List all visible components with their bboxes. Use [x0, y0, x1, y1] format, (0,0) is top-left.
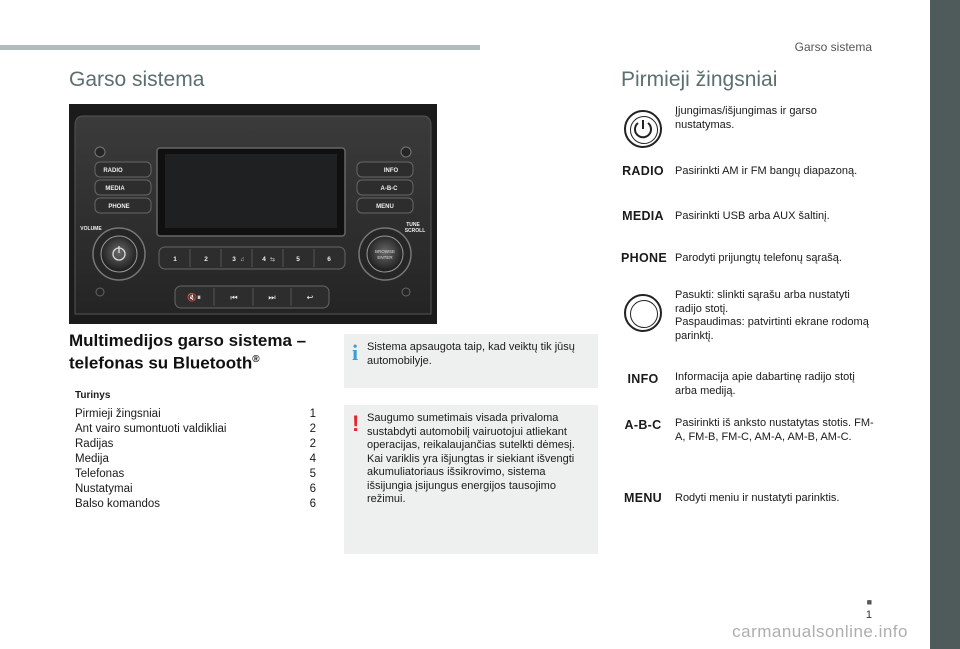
- multimedia-heading: Multimedijos garso sistema – telefonas s…: [69, 331, 307, 373]
- control-desc: Įjungimas/išjungimas ir garso nustatymas…: [675, 105, 817, 131]
- radio-photo-preset-4: 4: [262, 256, 266, 263]
- warning-box: ! Saugumo sumetimais visada privaloma su…: [344, 405, 598, 554]
- right-section-title: Pirmieji žingsniai: [621, 68, 778, 91]
- control-desc: Pasukti: slinkti sąrašu arba nustatyti r…: [675, 289, 869, 342]
- radio-photo-radio-label: RADIO: [103, 168, 123, 174]
- radio-photo-scroll-label: SCROLL: [405, 228, 426, 234]
- info-symbol: INFO: [627, 372, 659, 386]
- radio-unit-photo: RADIO MEDIA PHONE INFO A-B-C MENU VOLUME…: [69, 104, 437, 324]
- radio-photo-enter-label: ENTER: [377, 255, 393, 260]
- radio-symbol: RADIO: [622, 164, 664, 178]
- control-desc: Parodyti prijungtų telefonų sąrašą.: [675, 252, 842, 264]
- radio-photo-preset-1: 1: [173, 256, 177, 263]
- radio-photo-browse-label: BROWSE: [375, 249, 395, 254]
- side-tab: [930, 0, 960, 649]
- abc-symbol: A-B-C: [624, 418, 662, 432]
- control-desc: Rodyti meniu ir nustatyti parinktis.: [675, 492, 840, 504]
- control-desc: Pasirinkti AM ir FM bangų diapazoną.: [675, 165, 858, 177]
- control-desc: Informacija apie dabartinę radijo stotį …: [675, 371, 855, 397]
- radio-photo-preset-6: 6: [327, 256, 331, 263]
- svg-text:♫: ♫: [240, 257, 245, 263]
- info-box: i Sistema apsaugota taip, kad veiktų tik…: [344, 334, 598, 388]
- radio-photo-phone-label: PHONE: [108, 204, 129, 210]
- watermark: carmanualsonline.info: [732, 622, 908, 641]
- svg-text:⏭: ⏭: [268, 293, 275, 302]
- warning-text: Saugumo sumetimais visada privaloma sust…: [367, 412, 575, 505]
- radio-photo-media-label: MEDIA: [105, 186, 125, 192]
- svg-text:⏮: ⏮: [230, 293, 237, 302]
- radio-photo-abc-label: A-B-C: [381, 186, 399, 192]
- left-section-title: Garso sistema: [69, 68, 205, 91]
- toc-heading: Turinys: [75, 390, 111, 401]
- radio-photo-preset-5: 5: [296, 256, 300, 263]
- radio-photo-preset-3: 3: [232, 256, 236, 263]
- svg-text:↩: ↩: [307, 293, 314, 302]
- running-header: Garso sistema: [794, 40, 872, 54]
- radio-photo-preset-2: 2: [204, 256, 208, 263]
- continued-marker: ■: [866, 597, 872, 607]
- radio-photo-menu-label: MENU: [376, 204, 394, 210]
- media-symbol: MEDIA: [622, 209, 664, 223]
- rotary-knob-icon: [624, 294, 662, 332]
- info-text: Sistema apsaugota taip, kad veiktų tik j…: [367, 341, 575, 367]
- svg-text:⇆: ⇆: [270, 256, 275, 263]
- menu-symbol: MENU: [623, 491, 662, 505]
- svg-text:🔇⏸: 🔇⏸: [187, 292, 201, 302]
- radio-photo-volume-label: VOLUME: [80, 226, 102, 232]
- power-icon: [624, 110, 662, 148]
- top-rule: [0, 45, 480, 50]
- info-icon: i: [352, 340, 359, 365]
- warning-icon: !: [352, 411, 360, 436]
- control-desc: Pasirinkti USB arba AUX šaltinį.: [675, 210, 830, 222]
- radio-photo-info-label: INFO: [384, 168, 399, 174]
- radio-photo-tune-label: TUNE: [406, 222, 420, 228]
- control-desc: Pasirinkti iš anksto nustatytas stotis. …: [675, 417, 874, 443]
- page-number: 1: [865, 609, 872, 621]
- phone-symbol: PHONE: [621, 251, 667, 265]
